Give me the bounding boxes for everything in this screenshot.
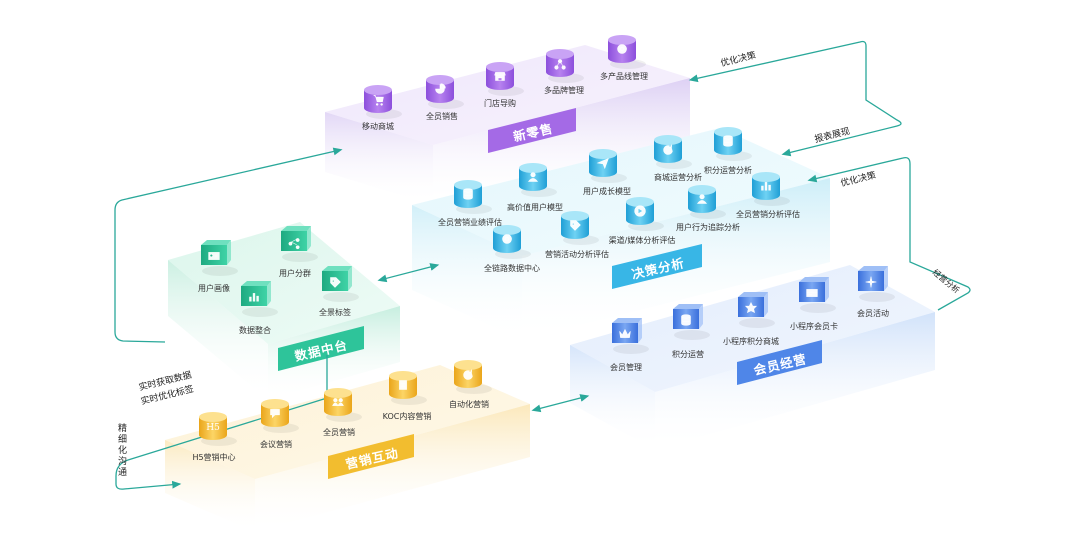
tag-icon <box>322 266 359 302</box>
bar-chart-icon <box>241 281 278 317</box>
retail-item-label: 多产品线管理 <box>600 72 648 81</box>
member-item-label: 会员活动 <box>857 309 889 318</box>
group-icon <box>324 388 362 422</box>
chat-icon <box>261 399 299 433</box>
play-icon <box>626 197 664 231</box>
retail-item-label: 全员销售 <box>426 112 458 121</box>
retail-banner <box>488 108 576 153</box>
tag-icon <box>561 211 599 245</box>
refined-char: 化 <box>118 446 128 456</box>
annotation-refined-communication: 精 细 化 沟 通 <box>118 424 130 479</box>
connector-data-decision <box>377 263 440 283</box>
member-item-label: 小程序会员卡 <box>790 322 838 331</box>
retail-item-label: 多品牌管理 <box>544 86 584 95</box>
id-card-icon <box>201 240 238 276</box>
decision-item-label: 全员营销分析评估 <box>736 210 800 219</box>
decision-banner <box>612 244 702 289</box>
member-item-label: 小程序积分商城 <box>723 337 779 346</box>
decision-item-label: 营销活动分析评估 <box>545 250 609 259</box>
h5-icon: H5 <box>199 412 237 446</box>
data-item-label: 全景标签 <box>319 308 351 317</box>
bar-chart-icon <box>752 172 790 206</box>
card-icon <box>799 277 836 313</box>
marketing-item-label: 会议营销 <box>260 440 292 449</box>
document-icon <box>389 371 427 405</box>
refined-char: 精 <box>118 424 128 434</box>
connectors <box>114 40 971 490</box>
member-banner <box>737 340 822 385</box>
nodes-icon <box>546 49 584 83</box>
connector-decision-to-retail <box>688 40 902 157</box>
refined-char: 细 <box>118 435 128 445</box>
data-item-label: 数据整合 <box>239 326 271 335</box>
data-banner <box>278 326 364 371</box>
marketing-item-label: 全员营销 <box>323 428 355 437</box>
target-icon <box>608 35 646 69</box>
retail-item-label: 门店导购 <box>484 99 516 108</box>
decision-item-label: 高价值用户模型 <box>507 203 563 212</box>
refresh-icon <box>454 360 492 394</box>
cart-icon <box>364 85 402 119</box>
user-icon <box>688 185 726 219</box>
marketing-item-label: 自动化营销 <box>449 400 489 409</box>
connector-marketing-member <box>531 394 590 413</box>
data-item-label: 用户分群 <box>279 269 311 278</box>
decision-item-label: 全链路数据中心 <box>484 264 540 273</box>
star-burst-icon <box>858 266 895 302</box>
send-icon <box>589 149 627 183</box>
target-icon <box>493 225 531 259</box>
decision-item-label: 积分运营分析 <box>704 166 752 175</box>
marketing-item-label: KOC内容营销 <box>382 412 432 421</box>
store-icon <box>486 62 524 96</box>
decision-item-label: 用户成长模型 <box>583 187 631 196</box>
decision-item-label: 用户行为追踪分析 <box>676 223 740 232</box>
member-item-label: 会员管理 <box>610 363 642 372</box>
pie-icon <box>426 75 464 109</box>
member-item-label: 积分运营 <box>672 350 704 359</box>
crown-icon <box>612 318 649 354</box>
retail-platform <box>325 45 690 205</box>
star-icon <box>738 292 775 328</box>
marketing-item-label: H5营销中心 <box>192 453 236 462</box>
data-item-label: 用户画像 <box>198 284 230 293</box>
refined-char: 沟 <box>118 457 128 467</box>
connector-data-marketing <box>115 355 328 490</box>
refined-char: 通 <box>118 468 128 478</box>
member-platform <box>570 265 935 450</box>
decision-item-label: 商城运营分析 <box>654 173 702 182</box>
decision-item-label: 全员营销业绩评估 <box>438 218 502 227</box>
share-icon <box>281 226 318 262</box>
retail-item-label: 移动商城 <box>362 122 394 131</box>
svg-text:H5: H5 <box>206 423 220 433</box>
connector-retail-to-data <box>114 147 343 343</box>
refresh-icon <box>654 135 692 169</box>
database-icon <box>673 304 710 340</box>
database-icon <box>454 180 492 214</box>
user-icon <box>519 163 557 197</box>
connector-member-to-decision <box>807 156 971 311</box>
database-icon <box>714 127 752 161</box>
decision-item-label: 渠道/媒体分析评估 <box>608 236 676 245</box>
marketing-platform <box>165 365 530 532</box>
marketing-banner <box>328 434 414 479</box>
